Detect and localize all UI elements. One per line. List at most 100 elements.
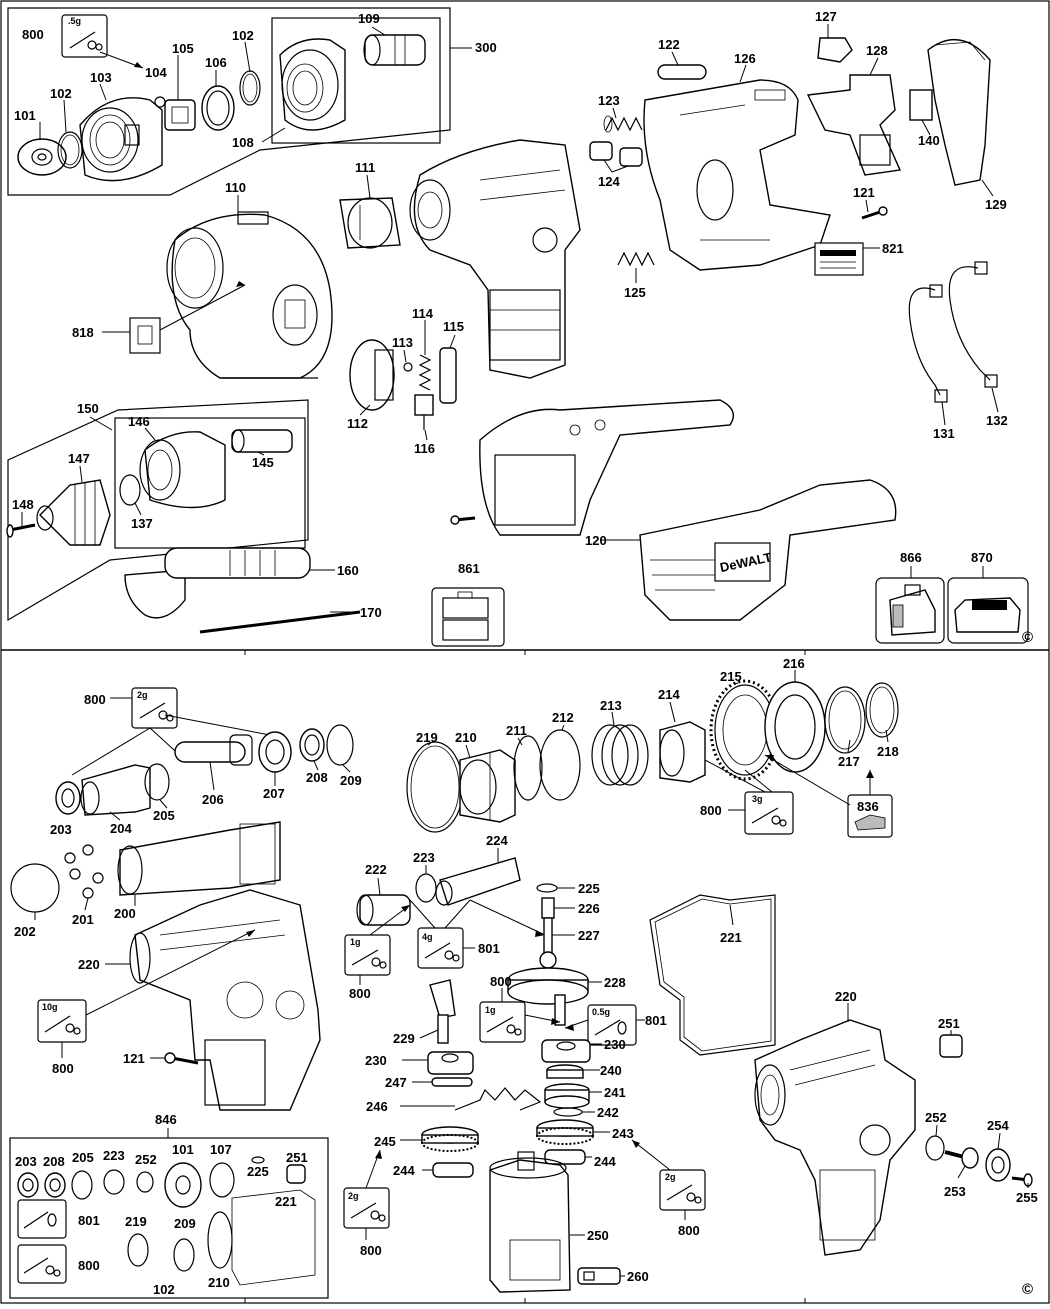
label-246: 246 [366, 1099, 388, 1114]
part-214 [659, 721, 706, 783]
label-g2a: 2g [137, 690, 148, 700]
label-244a: 244 [393, 1163, 415, 1178]
group-150-outline [7, 399, 309, 622]
label-223a: 223 [413, 850, 435, 865]
label-215: 215 [720, 669, 742, 684]
label-228: 228 [604, 975, 626, 990]
part-109 [363, 34, 426, 66]
grease-pack-800c [744, 791, 794, 835]
part-870-charger [947, 577, 1029, 644]
label-124: 124 [598, 174, 620, 189]
label-260: 260 [627, 1269, 649, 1284]
part-230a-bearing [427, 1051, 474, 1075]
label-241: 241 [604, 1085, 626, 1100]
label-g1b: 1g [485, 1005, 496, 1015]
grease-pack-2g-c [659, 1169, 706, 1211]
part-220a-gear-housing [129, 889, 321, 1111]
grease-pack-1g-a [344, 934, 391, 976]
label-103: 103 [90, 70, 112, 85]
label-k102: 102 [153, 1282, 175, 1297]
label-k210: 210 [208, 1275, 230, 1290]
label-205a: 205 [153, 808, 175, 823]
label-250: 250 [587, 1228, 609, 1243]
label-870: 870 [971, 550, 993, 565]
part-145 [231, 429, 293, 453]
label-121b: 121 [123, 1051, 145, 1066]
label-211: 211 [506, 723, 527, 738]
part-821-label [814, 242, 864, 276]
label-836: 836 [857, 799, 879, 814]
label-109: 109 [358, 11, 380, 26]
part-230b-bearing [541, 1039, 591, 1063]
part-210a-bearing [459, 749, 516, 823]
part-203 [55, 781, 81, 815]
label-102b: 102 [50, 86, 72, 101]
label-800b: 800 [84, 692, 106, 707]
part-126-handle-housing [643, 79, 831, 271]
label-150: 150 [77, 401, 99, 416]
part-103 [79, 97, 163, 182]
kit-846-box [9, 1137, 329, 1299]
part-252a [925, 1135, 945, 1161]
part-140 [909, 89, 933, 121]
label-102a: 102 [232, 28, 254, 43]
part-228-crank [507, 967, 589, 1026]
part-226 [541, 897, 555, 919]
part-247 [431, 1077, 473, 1087]
part-212 [539, 729, 581, 801]
label-g2c: 2g [665, 1172, 676, 1182]
label-300: 300 [475, 40, 497, 55]
label-800e: 800 [349, 986, 371, 1001]
label-861: 861 [458, 561, 480, 576]
label-245: 245 [374, 1134, 396, 1149]
label-170: 170 [360, 605, 382, 620]
part-125-spring [617, 251, 655, 267]
group-300-outline [7, 7, 451, 196]
part-861-case [431, 587, 505, 647]
part-204 [80, 764, 151, 816]
label-224: 224 [486, 833, 508, 848]
part-836 [847, 794, 893, 838]
label-240: 240 [600, 1063, 622, 1078]
part-224 [435, 857, 521, 906]
part-209a [326, 724, 354, 766]
part-818-label [129, 317, 161, 354]
label-251a: 251 [938, 1016, 960, 1031]
part-160-side-handle [124, 547, 311, 619]
part-244a [432, 1162, 474, 1178]
label-127: 127 [815, 9, 837, 24]
label-128: 128 [866, 43, 888, 58]
part-229-shaft [429, 979, 456, 1044]
part-137 [119, 474, 141, 506]
copyright-bottom: © [1022, 1281, 1033, 1298]
part-120-motor-housing [479, 399, 734, 536]
label-243: 243 [612, 1126, 634, 1141]
label-217: 217 [838, 754, 860, 769]
label-213: 213 [600, 698, 622, 713]
label-212: 212 [552, 710, 574, 725]
label-148: 148 [12, 497, 34, 512]
label-k801: 801 [78, 1213, 100, 1228]
part-170-depth-rod [199, 610, 361, 634]
label-101: 101 [14, 108, 36, 123]
label-244b: 244 [594, 1154, 616, 1169]
label-126: 126 [734, 51, 756, 66]
part-866-battery [875, 577, 945, 644]
part-129-handle-cover [927, 38, 991, 186]
label-230b: 230 [604, 1037, 626, 1052]
label-866: 866 [900, 550, 922, 565]
label-108: 108 [232, 135, 254, 150]
label-g05b: 0.5g [592, 1007, 610, 1017]
part-227-piston [539, 917, 557, 969]
part-221a-gasket [649, 894, 776, 1056]
part-111 [339, 197, 401, 249]
label-g3: 3g [752, 794, 763, 804]
label-160: 160 [337, 563, 359, 578]
label-k209: 209 [174, 1216, 196, 1231]
label-227: 227 [578, 928, 600, 943]
label-203a: 203 [50, 822, 72, 837]
part-241-clutch [544, 1083, 590, 1109]
copyright-top: © [1022, 629, 1033, 646]
label-k101: 101 [172, 1142, 194, 1157]
